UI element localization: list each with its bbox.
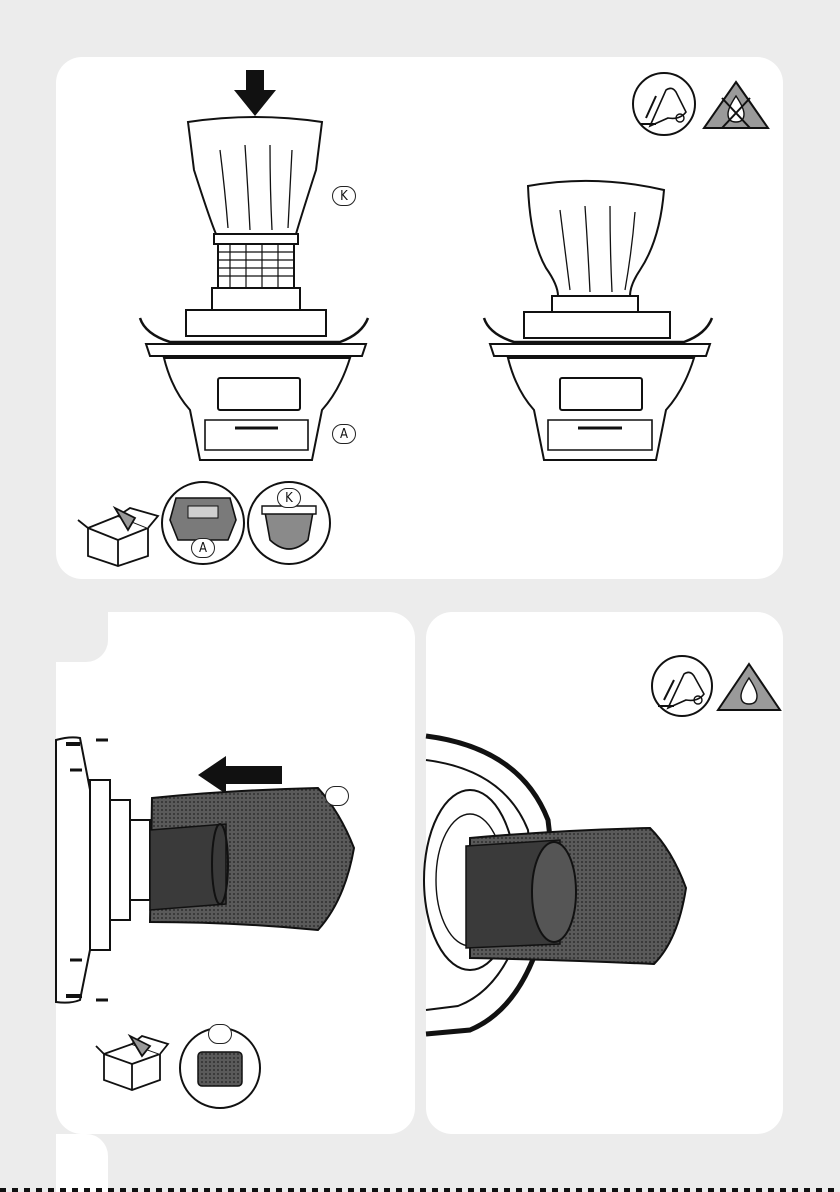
- filter-sleeve-right: [466, 828, 686, 964]
- wet-warning-icon: [718, 664, 780, 710]
- vacuum-icon: [652, 656, 712, 716]
- trim-line: [0, 1188, 840, 1192]
- page-number-tab: [56, 1134, 108, 1192]
